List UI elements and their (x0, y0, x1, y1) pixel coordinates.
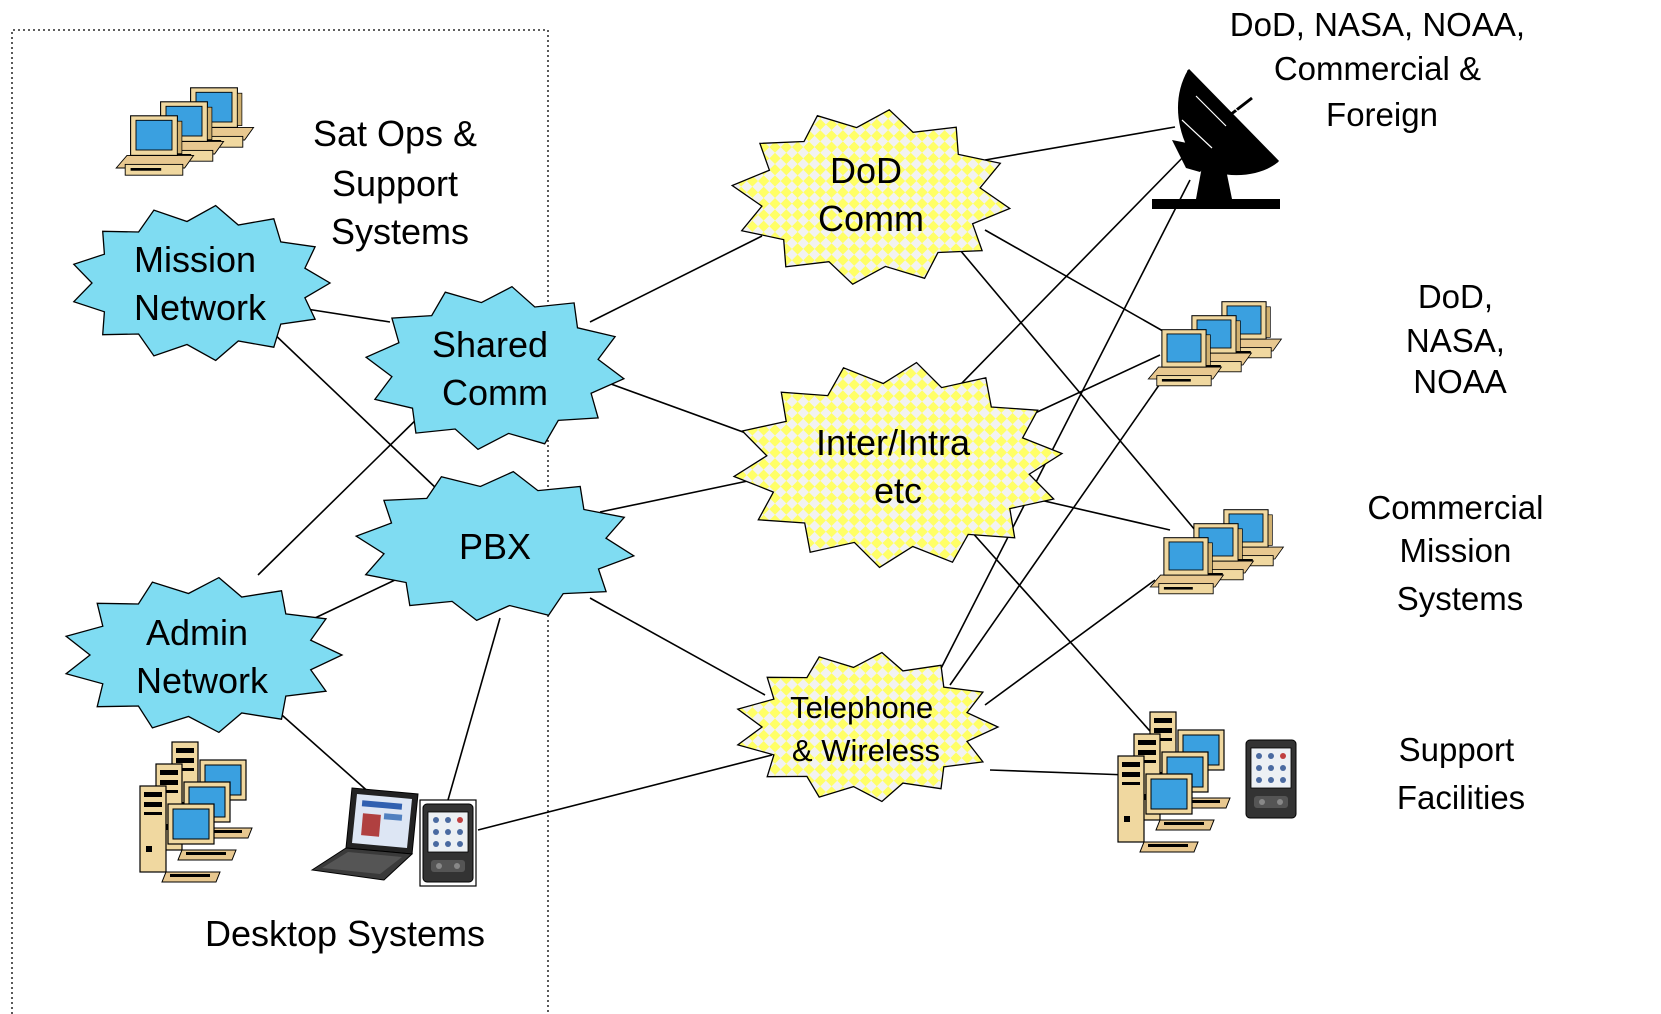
connection-line (949, 354, 1181, 686)
connection-line (989, 769, 1129, 776)
telephone-wireless-label-line1: Telephone (790, 690, 933, 725)
dod-comm-label-line1: DoD (830, 150, 902, 191)
computer-cluster-icon (115, 87, 255, 176)
mission-network-node[interactable]: Mission Network (72, 204, 332, 362)
telephone-wireless-label-line2: & Wireless (792, 733, 940, 768)
shared-comm-node[interactable]: Shared Comm (364, 285, 626, 451)
satellite-dish-icon (1152, 68, 1280, 209)
dod-comm-label-line2: Comm (818, 198, 924, 239)
pbx-label: PBX (459, 526, 531, 567)
commercial-mission-computers-icon (1149, 509, 1284, 595)
connection-line (959, 249, 1196, 531)
dod-nasa-noaa-label: DoD, NASA, NOAA (1406, 278, 1514, 400)
connection-line (599, 477, 763, 513)
inter-intra-label-line1: Inter/Intra (816, 422, 971, 463)
connection-line (257, 407, 429, 576)
connection-line (447, 617, 501, 801)
shared-comm-burst (364, 285, 626, 451)
dod-comm-burst (730, 109, 1012, 285)
support-facilities-label: Support Facilities (1397, 731, 1525, 816)
connection-line (984, 229, 1171, 336)
connection-line (984, 579, 1156, 706)
shared-comm-label-line2: Comm (442, 372, 548, 413)
inter-intra-node[interactable]: Inter/Intra etc (732, 361, 1064, 569)
tower-computer-cluster-icon (139, 741, 253, 883)
connection-line (599, 379, 766, 441)
inter-intra-burst (732, 361, 1064, 569)
mission-network-label-line1: Mission (134, 239, 256, 280)
pbx-node[interactable]: PBX (354, 470, 636, 622)
inter-intra-label-line2: etc (874, 470, 922, 511)
satellite-label: DoD, NASA, NOAA, Commercial & Foreign (1230, 6, 1534, 133)
commercial-mission-label: Commercial Mission Systems (1367, 489, 1552, 617)
svg-text:Mission Network: Mission Network (134, 239, 267, 328)
svg-text:Telephone & Wireless: Telephone & Wireless (790, 690, 942, 768)
support-facilities-pda-icon (1245, 739, 1297, 819)
connection-line (264, 699, 373, 796)
mission-network-label-line2: Network (134, 287, 267, 328)
telephone-wireless-node[interactable]: Telephone & Wireless (736, 651, 1000, 803)
desktop-systems-label: Desktop Systems (205, 913, 485, 954)
admin-network-label-line1: Admin (146, 612, 248, 653)
connection-line (1039, 499, 1171, 531)
connection-line (589, 235, 763, 323)
pbx-burst (354, 470, 636, 622)
connection-line (589, 597, 766, 696)
pda-icon (419, 799, 477, 887)
connection-line (299, 307, 391, 323)
admin-network-burst (64, 576, 344, 734)
admin-network-label-line2: Network (136, 660, 269, 701)
connection-line (269, 329, 439, 491)
connection-line (477, 754, 773, 831)
dod-nasa-noaa-computers-icon (1147, 301, 1282, 387)
telephone-wireless-burst (736, 651, 1000, 803)
svg-text:Inter/Intra etc: Inter/Intra etc (816, 422, 980, 511)
svg-text:Admin Network: Admin Network (136, 612, 269, 701)
connection-line (314, 579, 396, 619)
connection-line (969, 529, 1159, 741)
dod-comm-node[interactable]: DoD Comm (730, 109, 1012, 285)
connection-line (929, 179, 1191, 691)
connection-line (984, 126, 1176, 161)
support-facilities-towers-icon (1117, 711, 1231, 853)
shared-comm-label-line1: Shared (432, 324, 548, 365)
connection-line (959, 149, 1191, 386)
connection-lines (257, 126, 1196, 831)
svg-text:Shared Comm: Shared Comm (432, 324, 558, 413)
sat-ops-label: Sat Ops & Support Systems (313, 113, 487, 252)
laptop-icon (310, 787, 419, 881)
connection-line (1019, 354, 1161, 421)
svg-text:DoD Comm: DoD Comm (818, 150, 924, 239)
mission-network-burst (72, 204, 332, 362)
admin-network-node[interactable]: Admin Network (64, 576, 344, 734)
